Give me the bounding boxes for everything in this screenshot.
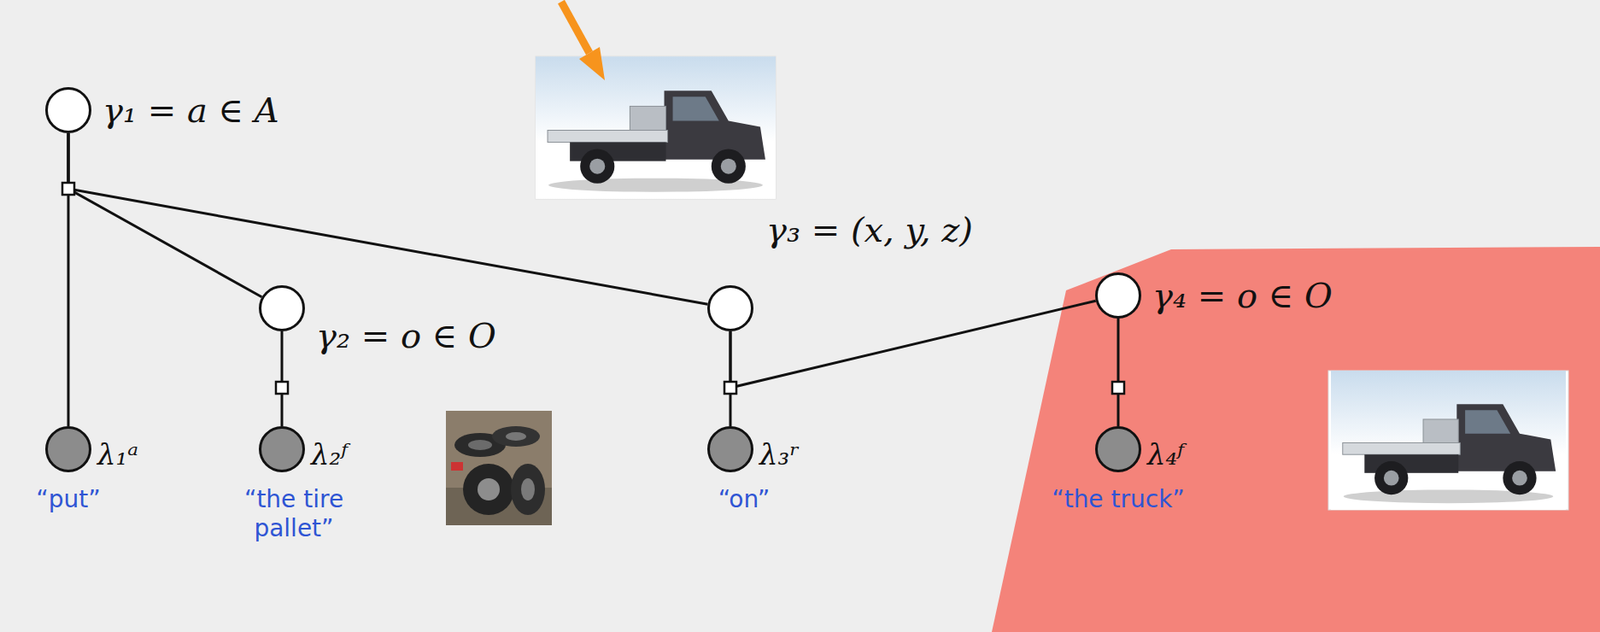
factor-square: [1112, 381, 1125, 394]
factor-square: [275, 381, 288, 394]
factor-edge: [730, 300, 1096, 388]
truck-photo: [1328, 370, 1569, 510]
symbol-label: λ₄ᶠ: [1147, 437, 1184, 472]
observed-node: λ₃ʳ“on”: [707, 426, 754, 473]
tire-pallet-photo: [445, 410, 552, 526]
variable-label: γ₁ = a ∈ A: [102, 90, 280, 130]
truck-photo: [535, 56, 776, 200]
symbol-label: λ₁ᵃ: [97, 437, 139, 472]
phrase-label: “put”: [35, 485, 101, 515]
variable-label: γ₂ = o ∈ O: [316, 316, 497, 356]
factor-edge: [1117, 318, 1120, 427]
phrase-label: “the tire pallet”: [212, 485, 376, 543]
variable-node: γ₁ = a ∈ A: [45, 87, 92, 134]
variable-label: γ₄ = o ∈ O: [1152, 275, 1333, 316]
phrase-label: “the truck”: [1051, 485, 1185, 515]
factor-square: [724, 381, 737, 394]
observed-node: λ₄ᶠ“the truck”: [1095, 426, 1142, 473]
phrase-label: “on”: [718, 485, 770, 515]
factor-edge: [68, 133, 708, 305]
variable-node: γ₃ = (x, y, z): [707, 285, 754, 332]
variable-label: γ₃ = (x, y, z): [766, 210, 973, 250]
factor-square: [62, 182, 75, 195]
variable-node: γ₂ = o ∈ O: [258, 285, 305, 332]
symbol-label: λ₂ᶠ: [310, 437, 348, 472]
observed-node: λ₂ᶠ“the tire pallet”: [258, 426, 305, 473]
factor-edge: [281, 331, 284, 427]
pointer-arrow: [561, 1, 605, 81]
symbol-label: λ₃ʳ: [759, 437, 800, 472]
factor-edge: [68, 133, 262, 298]
variable-node: γ₄ = o ∈ O: [1095, 272, 1142, 319]
observed-node: λ₁ᵃ“put”: [45, 426, 92, 473]
